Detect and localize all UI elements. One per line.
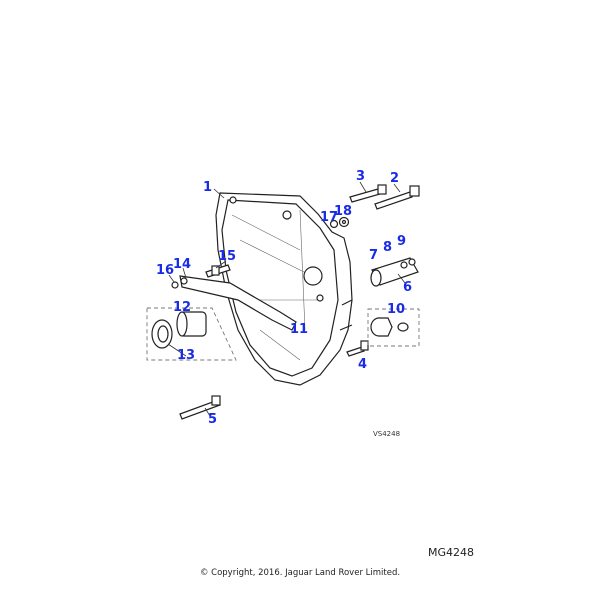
callout-6[interactable]: 6 <box>403 280 412 295</box>
bolt-4 <box>346 340 369 357</box>
copyright-notice: © Copyright, 2016. Jaguar Land Rover Lim… <box>199 568 401 578</box>
clutch-housing <box>215 192 353 386</box>
callout-2[interactable]: 2 <box>390 171 399 186</box>
seal-13 <box>151 319 173 349</box>
bush-10 <box>370 317 409 337</box>
callout-11[interactable]: 11 <box>290 322 308 337</box>
callout-10[interactable]: 10 <box>387 302 405 317</box>
callout-8[interactable]: 8 <box>383 240 392 255</box>
washer-17 <box>329 219 339 229</box>
bolt-2 <box>374 185 420 210</box>
slave-cylinder-6 <box>370 257 419 287</box>
callout-15[interactable]: 15 <box>218 249 236 264</box>
illustration-ref: VS4248 <box>373 430 401 438</box>
leader-lines <box>167 181 406 417</box>
bearing-group-box <box>146 307 237 361</box>
callout-9[interactable]: 9 <box>397 234 406 249</box>
callout-5[interactable]: 5 <box>208 412 217 427</box>
callout-4[interactable]: 4 <box>358 357 367 372</box>
callout-7[interactable]: 7 <box>369 248 378 263</box>
clutch-fork <box>179 275 297 331</box>
nut-16 <box>171 281 179 289</box>
bolt-3 <box>349 184 387 203</box>
callout-3[interactable]: 3 <box>356 169 365 184</box>
nut-18 <box>338 216 350 228</box>
stud-15 <box>205 264 231 278</box>
callout-14[interactable]: 14 <box>173 257 191 272</box>
figure-code: MG4248 <box>428 546 475 559</box>
callout-12[interactable]: 12 <box>173 300 191 315</box>
stud-5 <box>179 395 221 420</box>
release-bearing-12 <box>176 311 207 337</box>
callout-1[interactable]: 1 <box>203 180 212 195</box>
callout-13[interactable]: 13 <box>177 348 195 363</box>
bush-group-box <box>367 308 420 347</box>
callout-17[interactable]: 17 <box>320 210 338 225</box>
callout-18[interactable]: 18 <box>334 204 352 219</box>
callout-16[interactable]: 16 <box>156 263 174 278</box>
